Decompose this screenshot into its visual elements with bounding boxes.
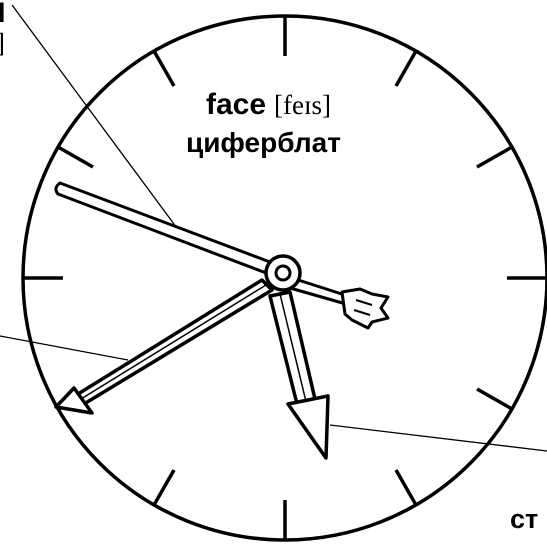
- pivot-inner: [276, 266, 290, 280]
- label-english: face: [206, 88, 266, 121]
- top-left-bracket-fragment: ]: [0, 28, 5, 58]
- bottom-right-word-fragment: ст: [510, 504, 538, 534]
- label-russian: циферблат: [186, 127, 341, 158]
- top-left-word-fragment: l: [0, 0, 6, 28]
- label-transcription: [feɪs]: [274, 90, 331, 120]
- center-pivot: [266, 256, 300, 290]
